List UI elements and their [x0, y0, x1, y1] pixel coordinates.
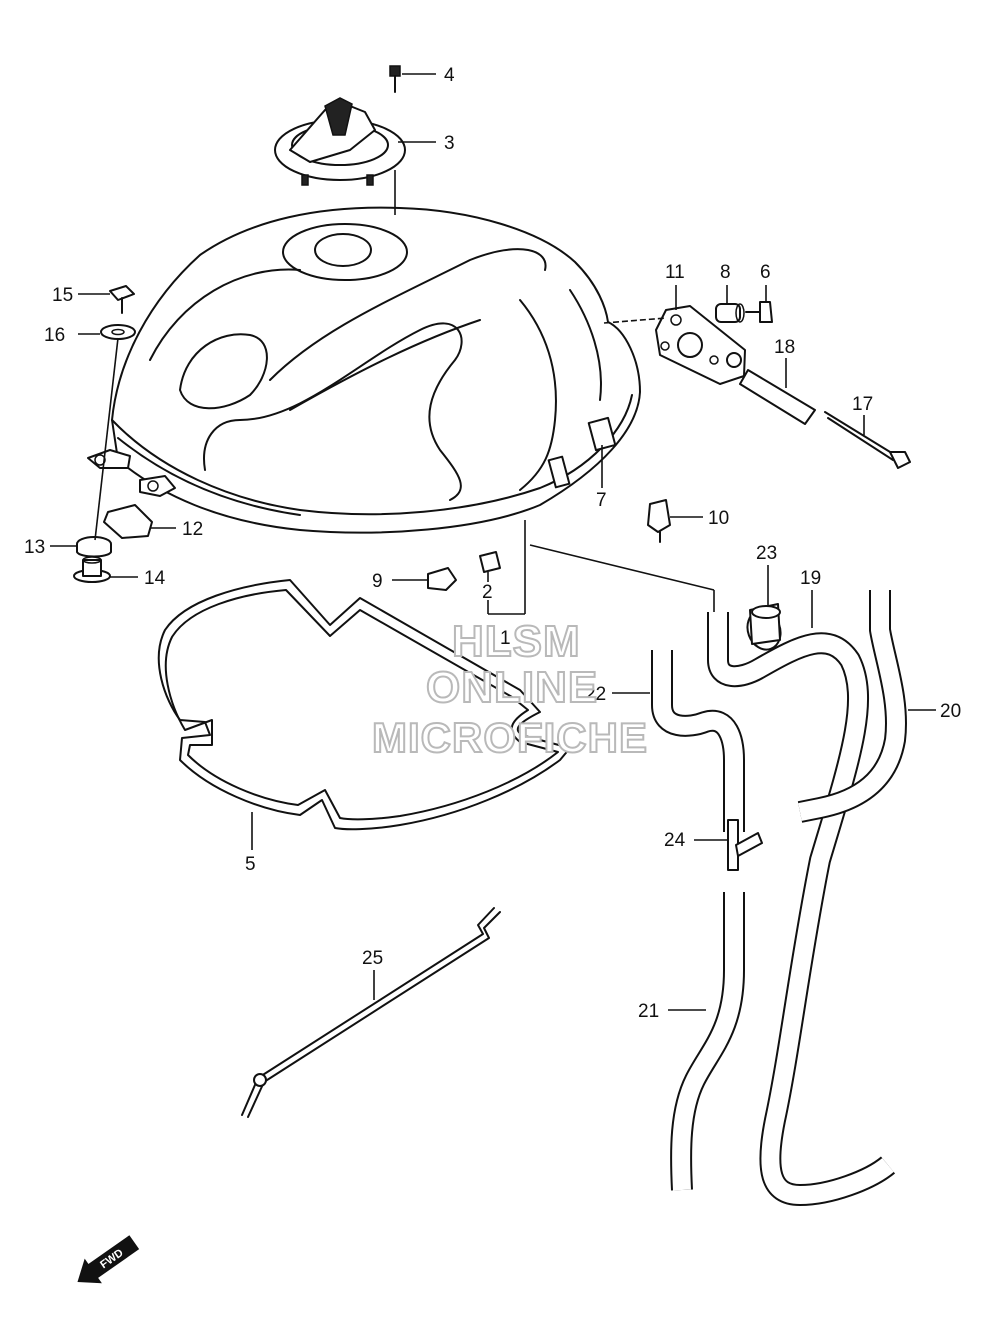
callout-15: 15: [52, 285, 73, 306]
hose-20: [797, 590, 907, 823]
callout-11: 11: [665, 262, 685, 283]
hose-22: [651, 650, 745, 832]
callout-23: 23: [756, 543, 777, 564]
callout-22: 22: [585, 684, 606, 705]
fwd-arrow-badge: FWD: [77, 1235, 140, 1284]
valve-10: [647, 499, 671, 543]
bracket-11: [655, 305, 746, 385]
watermark: HLSM ONLINE MICROFICHE: [371, 616, 648, 762]
callout-16: 16: [44, 325, 65, 346]
callout-21: 21: [638, 1001, 659, 1022]
callout-17: 17: [852, 394, 873, 415]
fuel-tank: [87, 206, 641, 534]
clamp-23: [746, 603, 782, 651]
rod-25: [241, 907, 501, 1118]
cushion-13: [76, 536, 112, 558]
bracket-12: [103, 504, 153, 539]
leader-lines: [50, 73, 936, 1011]
callout-numbers: 4 3 15 16 12 13 14 11 8 6 18 17 7 10 9 2…: [24, 65, 961, 1022]
bolt-17: [824, 411, 911, 469]
bolt-6: [745, 301, 773, 323]
callout-2: 2: [482, 582, 493, 603]
tee-joint-24: [727, 819, 763, 871]
callout-12: 12: [182, 519, 203, 540]
cushion-9: [427, 567, 457, 591]
sleeve-18: [739, 369, 816, 425]
washer-16: [100, 324, 136, 340]
hose-19: [707, 612, 896, 1206]
collar-14: [73, 556, 111, 583]
callout-19: 19: [800, 568, 821, 589]
bolt-15: [109, 285, 135, 314]
callout-3: 3: [444, 133, 455, 154]
fuel-cap: [274, 97, 406, 186]
callout-9: 9: [372, 571, 383, 592]
cap-bolt: [389, 65, 401, 93]
watermark-line2: ONLINE: [426, 663, 598, 712]
callout-8: 8: [720, 262, 731, 283]
callout-25: 25: [362, 948, 383, 969]
tank-seal-gasket: [157, 579, 571, 831]
callout-7: 7: [596, 490, 607, 511]
watermark-line3: MICROFICHE: [372, 714, 648, 761]
spacer-8: [715, 303, 745, 323]
fwd-arrow-icon: [77, 1235, 140, 1284]
callout-5: 5: [245, 854, 256, 875]
callout-20: 20: [940, 701, 961, 722]
callout-24: 24: [664, 830, 686, 851]
callout-18: 18: [774, 337, 795, 358]
callout-1: 1: [500, 628, 511, 649]
hose-21: [670, 892, 745, 1191]
callout-10: 10: [708, 508, 729, 529]
callout-13: 13: [24, 537, 45, 558]
watermark-line1: HLSM: [452, 617, 581, 666]
callout-4: 4: [444, 65, 455, 86]
callout-14: 14: [144, 568, 166, 589]
pad-2: [479, 551, 501, 573]
callout-6: 6: [760, 262, 771, 283]
